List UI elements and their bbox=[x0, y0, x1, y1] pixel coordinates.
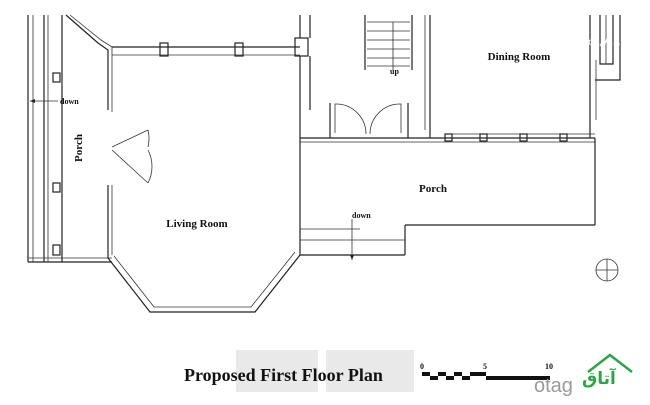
dining-room-walls bbox=[329, 15, 621, 142]
plan-title: Proposed First Floor Plan bbox=[184, 365, 383, 385]
down-porch-label: down bbox=[352, 211, 371, 220]
logo-arabic: آتاق bbox=[582, 367, 617, 389]
living-room-walls bbox=[65, 14, 311, 313]
living-room-double-door bbox=[111, 129, 153, 184]
watermark-box-1 bbox=[236, 350, 318, 392]
stair bbox=[364, 15, 413, 70]
logo-latin: otag bbox=[534, 375, 573, 397]
dining-room-label: Dining Room bbox=[488, 51, 551, 63]
credit-label: Bud Dietrich, AIA bbox=[544, 37, 620, 48]
site-logo: otag آتاق bbox=[534, 353, 633, 397]
porch-left-label: Porch bbox=[73, 134, 85, 162]
scale-label-5: 5 bbox=[483, 362, 487, 371]
scale-label-0: 0 bbox=[420, 362, 424, 371]
porch-right-label: Porch bbox=[419, 183, 447, 195]
down-left-label: down bbox=[60, 97, 79, 106]
up-stairs-label: up bbox=[390, 67, 399, 76]
scale-bar: 0 5 10 bbox=[420, 362, 553, 380]
scale-label-10: 10 bbox=[545, 362, 553, 371]
left-porch bbox=[27, 15, 112, 263]
living-room-label: Living Room bbox=[166, 218, 227, 230]
north-symbol bbox=[595, 258, 619, 282]
watermark-box-2 bbox=[326, 350, 414, 392]
right-porch bbox=[300, 137, 596, 260]
